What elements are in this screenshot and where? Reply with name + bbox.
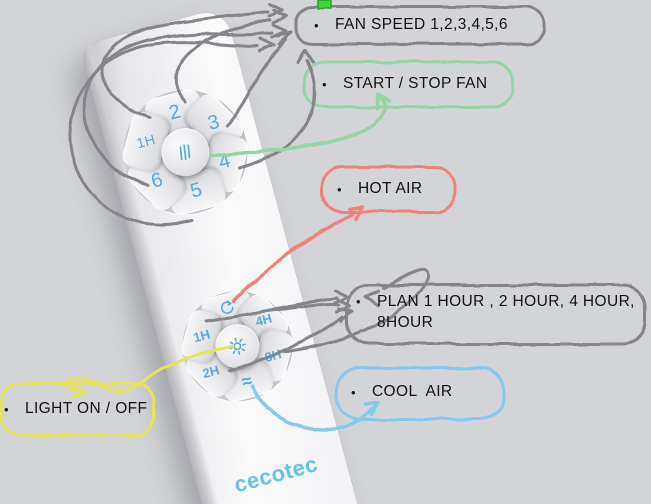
plan-bullet: • [356,294,361,309]
plan-arrow-from-8h [282,267,431,354]
hot-air-arrow [231,205,364,304]
light-callout-outline [0,381,156,437]
light-button [210,319,265,374]
light-callout: • LIGHT ON / OFF [4,400,147,418]
light-callout-label: LIGHT ON / OFF [24,400,148,417]
light-arrow [65,344,235,399]
start-stop-fan-button [156,122,215,182]
start-stop-callout-outline [302,60,515,109]
light-sun-icon [228,337,246,355]
fan-speed-button-cluster: 2 3 4 5 6 1H [109,76,262,229]
plan-callout-line2: 8HOUR [376,314,434,331]
remote-control-body: 2 3 4 5 6 1H [79,7,385,504]
cool-air-bullet: • [351,384,356,400]
start-stop-bullet: • [322,76,327,92]
fan-speed-arrow-from-1h [101,2,285,120]
timer-mode-button-cluster: 4H 8H ≈ 2H 1H [170,278,305,414]
fan-speed-arrow-from-2 [175,8,289,104]
hot-air-bullet: • [337,181,342,197]
fan-speed-lines-icon [179,144,191,161]
fan-speed-arrow-from-4 [238,48,317,170]
fan-speed-callout: • FAN SPEED 1,2,3,4,5,6 [314,16,508,34]
plan-callout: • PLAN 1 HOUR , 2 HOUR, 4 HOUR, 8HOUR [356,291,635,333]
plan-callout-line1: PLAN 1 HOUR , 2 HOUR, 4 HOUR, [376,293,635,310]
light-bullet: • [4,401,9,417]
start-stop-arrow [210,92,391,158]
start-stop-callout-label: START / STOP FAN [342,75,488,92]
hot-air-rotate-button [199,287,257,333]
fan-speed-callout-label: FAN SPEED 1,2,3,4,5,6 [334,16,508,33]
start-stop-callout: • START / STOP FAN [322,75,487,93]
fan-speed-arrow-from-5 [68,37,276,227]
plan-arrow-from-2h [228,307,354,372]
fan-speed-callout-outline [294,5,546,46]
rotate-arrow-icon [221,300,234,314]
hot-air-callout-outline [320,165,457,214]
cool-air-callout-label: COOL AIR [371,383,453,400]
cool-air-arrow [250,384,380,432]
plan-arrow-from-1h [204,289,350,324]
hot-air-callout: • HOT AIR [337,180,422,198]
fan-speed-arrow-from-3 [225,30,293,128]
fan-speed-arrow-from-6 [82,23,288,188]
plan-callout-label: PLAN 1 HOUR , 2 HOUR, 4 HOUR, 8HOUR [377,291,635,333]
hot-air-callout-label: HOT AIR [357,180,423,197]
green-marker-square [317,0,332,10]
cool-air-callout-outline [335,366,506,421]
cool-air-callout: • COOL AIR [351,383,453,401]
fan-speed-bullet: • [314,17,319,33]
